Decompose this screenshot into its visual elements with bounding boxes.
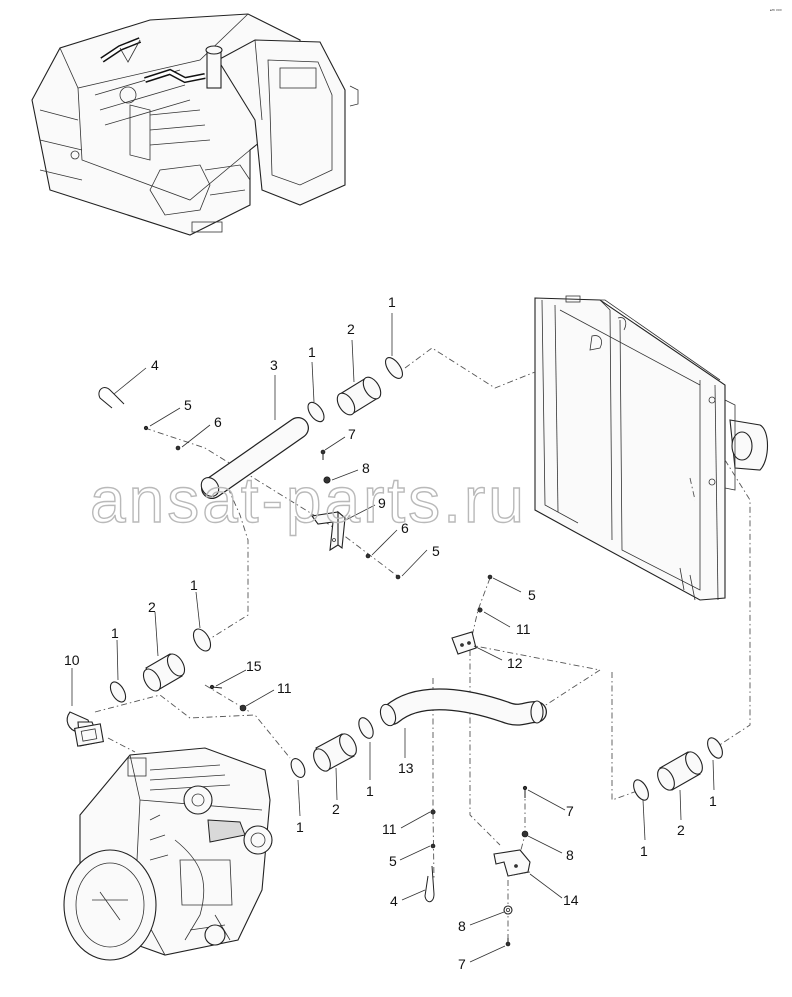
callout-13: 13 <box>398 760 414 776</box>
callout-10: 10 <box>64 652 80 668</box>
callout-1: 1 <box>709 793 717 809</box>
corner-mark: •ᵐ ᵒᵒᵒ <box>770 8 782 14</box>
callout-1: 1 <box>308 344 316 360</box>
callout-4: 4 <box>151 357 159 373</box>
callout-6: 6 <box>401 520 409 536</box>
callout-labels: 1 1 2 3 4 5 6 7 8 9 6 5 1 2 1 10 15 11 5… <box>64 294 717 972</box>
callout-1: 1 <box>190 577 198 593</box>
callout-15: 15 <box>246 658 262 674</box>
callout-2: 2 <box>347 321 355 337</box>
callout-leaders <box>71 313 715 963</box>
callout-11: 11 <box>277 680 292 696</box>
elbow-hose-group <box>66 628 247 747</box>
machine-overview-illustration <box>31 13 359 236</box>
callout-2: 2 <box>148 599 156 615</box>
callout-7: 7 <box>348 426 356 442</box>
upper-hose-group <box>98 357 404 580</box>
callout-4: 4 <box>390 893 398 909</box>
callout-6: 6 <box>214 414 222 430</box>
callout-7: 7 <box>458 956 466 972</box>
callout-8: 8 <box>566 847 574 863</box>
callout-8: 8 <box>362 460 370 476</box>
callout-1: 1 <box>366 783 374 799</box>
callout-1: 1 <box>111 625 119 641</box>
callout-2: 2 <box>677 822 685 838</box>
callout-5: 5 <box>389 853 397 869</box>
bottom-hardware-group <box>424 785 531 947</box>
callout-3: 3 <box>270 357 278 373</box>
callout-5: 5 <box>432 543 440 559</box>
callout-14: 14 <box>563 892 579 908</box>
callout-1: 1 <box>388 294 396 310</box>
radiator-lower-hose-group <box>633 737 723 801</box>
lower-hose-group <box>290 574 547 778</box>
watermark-text: ansat-parts.ru <box>90 464 527 536</box>
callout-9: 9 <box>378 495 386 511</box>
callout-8: 8 <box>458 918 466 934</box>
callout-11: 11 <box>382 821 397 837</box>
engine-illustration <box>63 747 273 961</box>
callout-11: 11 <box>516 621 531 637</box>
callout-7: 7 <box>566 803 574 819</box>
callout-1: 1 <box>640 843 648 859</box>
radiator-illustration <box>534 295 769 601</box>
callout-5: 5 <box>528 587 536 603</box>
callout-2: 2 <box>332 801 340 817</box>
callout-12: 12 <box>507 655 523 671</box>
callout-1: 1 <box>296 819 304 835</box>
callout-5: 5 <box>184 397 192 413</box>
